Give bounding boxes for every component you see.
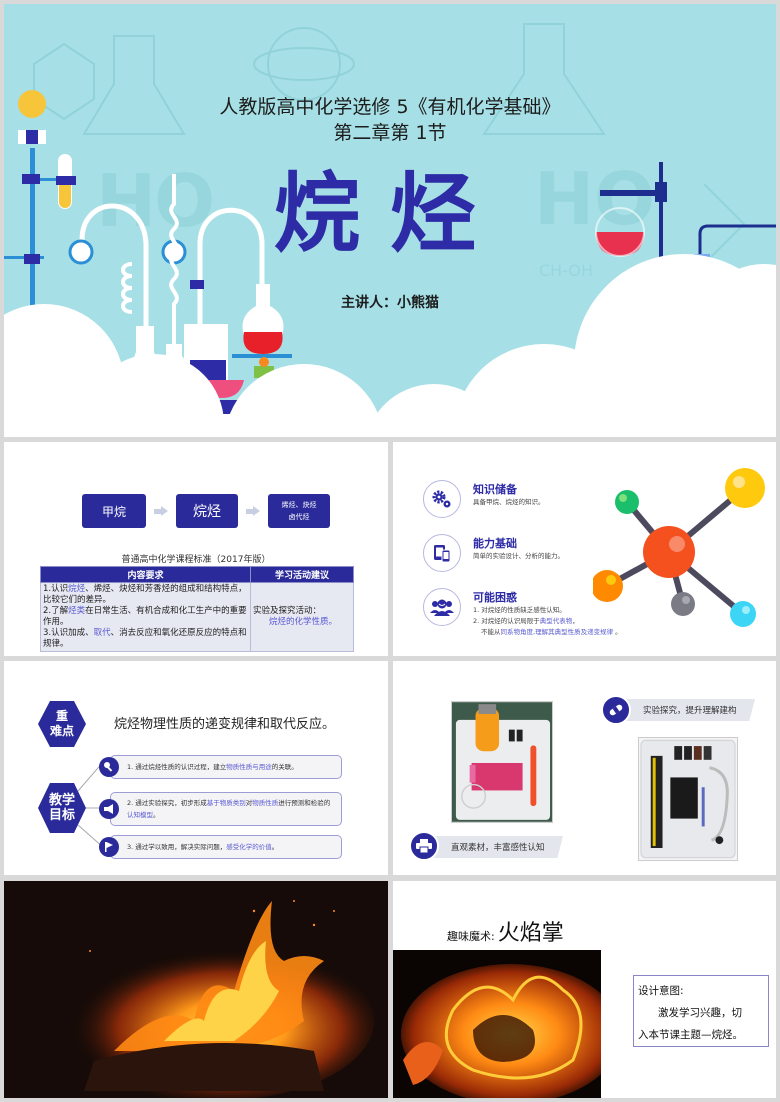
flag-icon [99, 837, 119, 857]
intent-line-1: 激发学习兴趣，切 [658, 1007, 742, 1019]
key-difficulty-badge: 重难点 [38, 701, 86, 747]
intent-label: 设计意图: [638, 985, 684, 997]
curriculum-slide[interactable]: 甲烷 烷烃 烯烃、炔烃 卤代烃 普通高中化学课程标准（2017年版） 内容要求 … [4, 442, 388, 656]
arrow-right-icon [246, 506, 260, 516]
flow-step-alkane: 烷烃 [176, 494, 238, 528]
goal-item-3: 3. 通过学以致用，解决实际问题，感受化学的价值。 [99, 835, 342, 859]
magic-label: 趣味魔术: [447, 930, 495, 943]
gears-icon [423, 480, 461, 518]
presenter-name: 主讲人：小熊猫 [341, 295, 439, 311]
magic-heading: 趣味魔术: 火焰掌 [447, 915, 564, 947]
flow-step-halide: 卤代烃 [288, 513, 310, 521]
activity-cell: 实验及探究活动： 烷烃的化学性质。 [250, 582, 354, 652]
flow-step-alkene: 烯烃、炔烃 [281, 501, 317, 509]
intent-line-2: 入本节课主题—烷烃。 [638, 1029, 743, 1041]
magic-title: 火焰掌 [497, 921, 564, 946]
devices-icon [423, 534, 461, 572]
magic-trick-slide[interactable]: 趣味魔术: 火焰掌 设计意图: 激发学习兴趣，切 入本节课主题—烷烃。 [393, 881, 776, 1098]
arrow-right-icon [154, 506, 168, 516]
design-intent-box: 设计意图: 激发学习兴趣，切 入本节课主题—烷烃。 [633, 975, 769, 1047]
people-icon [423, 588, 461, 626]
materials-slide[interactable]: 直观素材，丰富感性认知 实验探究，提升理解建构 [393, 661, 776, 875]
materials-tray-photo [451, 701, 553, 823]
molecule-illustration [593, 468, 765, 627]
prereq-knowledge: 知识储备 具备甲烷、烷烃的知识。 [423, 480, 545, 518]
requirements-cell: 1.认识烷烃、烯烃、炔烃和芳香烃的组成和结构特点，比较它们的差异。 2.了解烃类… [40, 582, 251, 652]
learning-flow: 甲烷 烷烃 烯烃、炔烃 卤代烃 [82, 494, 330, 528]
megaphone-icon [99, 799, 119, 819]
activity-value: 烷烃的化学性质。 [269, 617, 338, 627]
lab-illustration: H O H O CH-OH [4, 23, 776, 437]
goal-item-1: 1. 通过烷烃性质的认识过程，建立物质性质与用途的关联。 [99, 755, 342, 779]
header-content: 内容要求 [40, 566, 251, 583]
subtitle-line-1: 人教版高中化学选修 5《有机化学基础》 [219, 96, 561, 118]
key-icon [99, 757, 119, 777]
svg-text:H: H [96, 159, 156, 243]
prereq-confusions: 可能困惑 1. 对烷烃的性质缺乏感性认知。 2. 对烷烃的认识局限于典型代表物，… [423, 588, 622, 638]
course-subtitle: 人教版高中化学选修 5《有机化学基础》 第二章第 1节 [4, 94, 776, 146]
activity-label: 实验及探究活动： [253, 606, 322, 616]
bandage-icon [601, 695, 631, 725]
prerequisites-slide[interactable]: 知识储备 具备甲烷、烷烃的知识。 能力基础 简单的实验设计、分析的能力。 可能困… [393, 442, 776, 656]
campfire-photo [4, 881, 388, 1098]
standard-caption: 普通高中化学课程标准（2017年版） [121, 555, 271, 565]
prereq-ability: 能力基础 简单的实验设计、分析的能力。 [423, 534, 564, 572]
objectives-slide[interactable]: 重难点 烷烃物理性质的递变规律和取代反应。 教学目标 1. 通过烷烃性质的认识过… [4, 661, 388, 875]
svg-text:H: H [534, 157, 594, 241]
svg-text:CH-OH: CH-OH [539, 261, 593, 280]
experiment-kit-photo [638, 737, 738, 861]
goal-item-2: 2. 通过实验探究，初步形成基于物质类别对物质性质进行预测和检验的认知模型。 [99, 792, 342, 826]
table-header-row: 内容要求 学习活动建议 [40, 566, 354, 583]
flame-photo [393, 950, 601, 1098]
campfire-slide[interactable] [4, 881, 388, 1098]
flow-step-methane: 甲烷 [82, 494, 146, 528]
printer-icon [409, 831, 439, 861]
flow-step-next: 烯烃、炔烃 卤代烃 [268, 494, 330, 528]
tag-intuitive-materials: 直观素材，丰富感性认知 [423, 836, 563, 858]
key-point-text: 烷烃物理性质的递变规律和取代反应。 [114, 717, 336, 732]
title-slide[interactable]: H O H O CH-OH [4, 4, 776, 437]
curriculum-table: 内容要求 学习活动建议 1.认识烷烃、烯烃、炔烃和芳香烃的组成和结构特点，比较它… [40, 566, 354, 652]
header-activity: 学习活动建议 [250, 566, 354, 583]
lesson-title: 烷烃 [274, 164, 506, 264]
table-row: 1.认识烷烃、烯烃、炔烃和芳香烃的组成和结构特点，比较它们的差异。 2.了解烃类… [40, 582, 354, 652]
svg-text:O: O [594, 157, 655, 241]
tag-experiment-inquiry: 实验探究，提升理解建构 [615, 699, 755, 721]
subtitle-line-2: 第二章第 1节 [333, 122, 447, 144]
